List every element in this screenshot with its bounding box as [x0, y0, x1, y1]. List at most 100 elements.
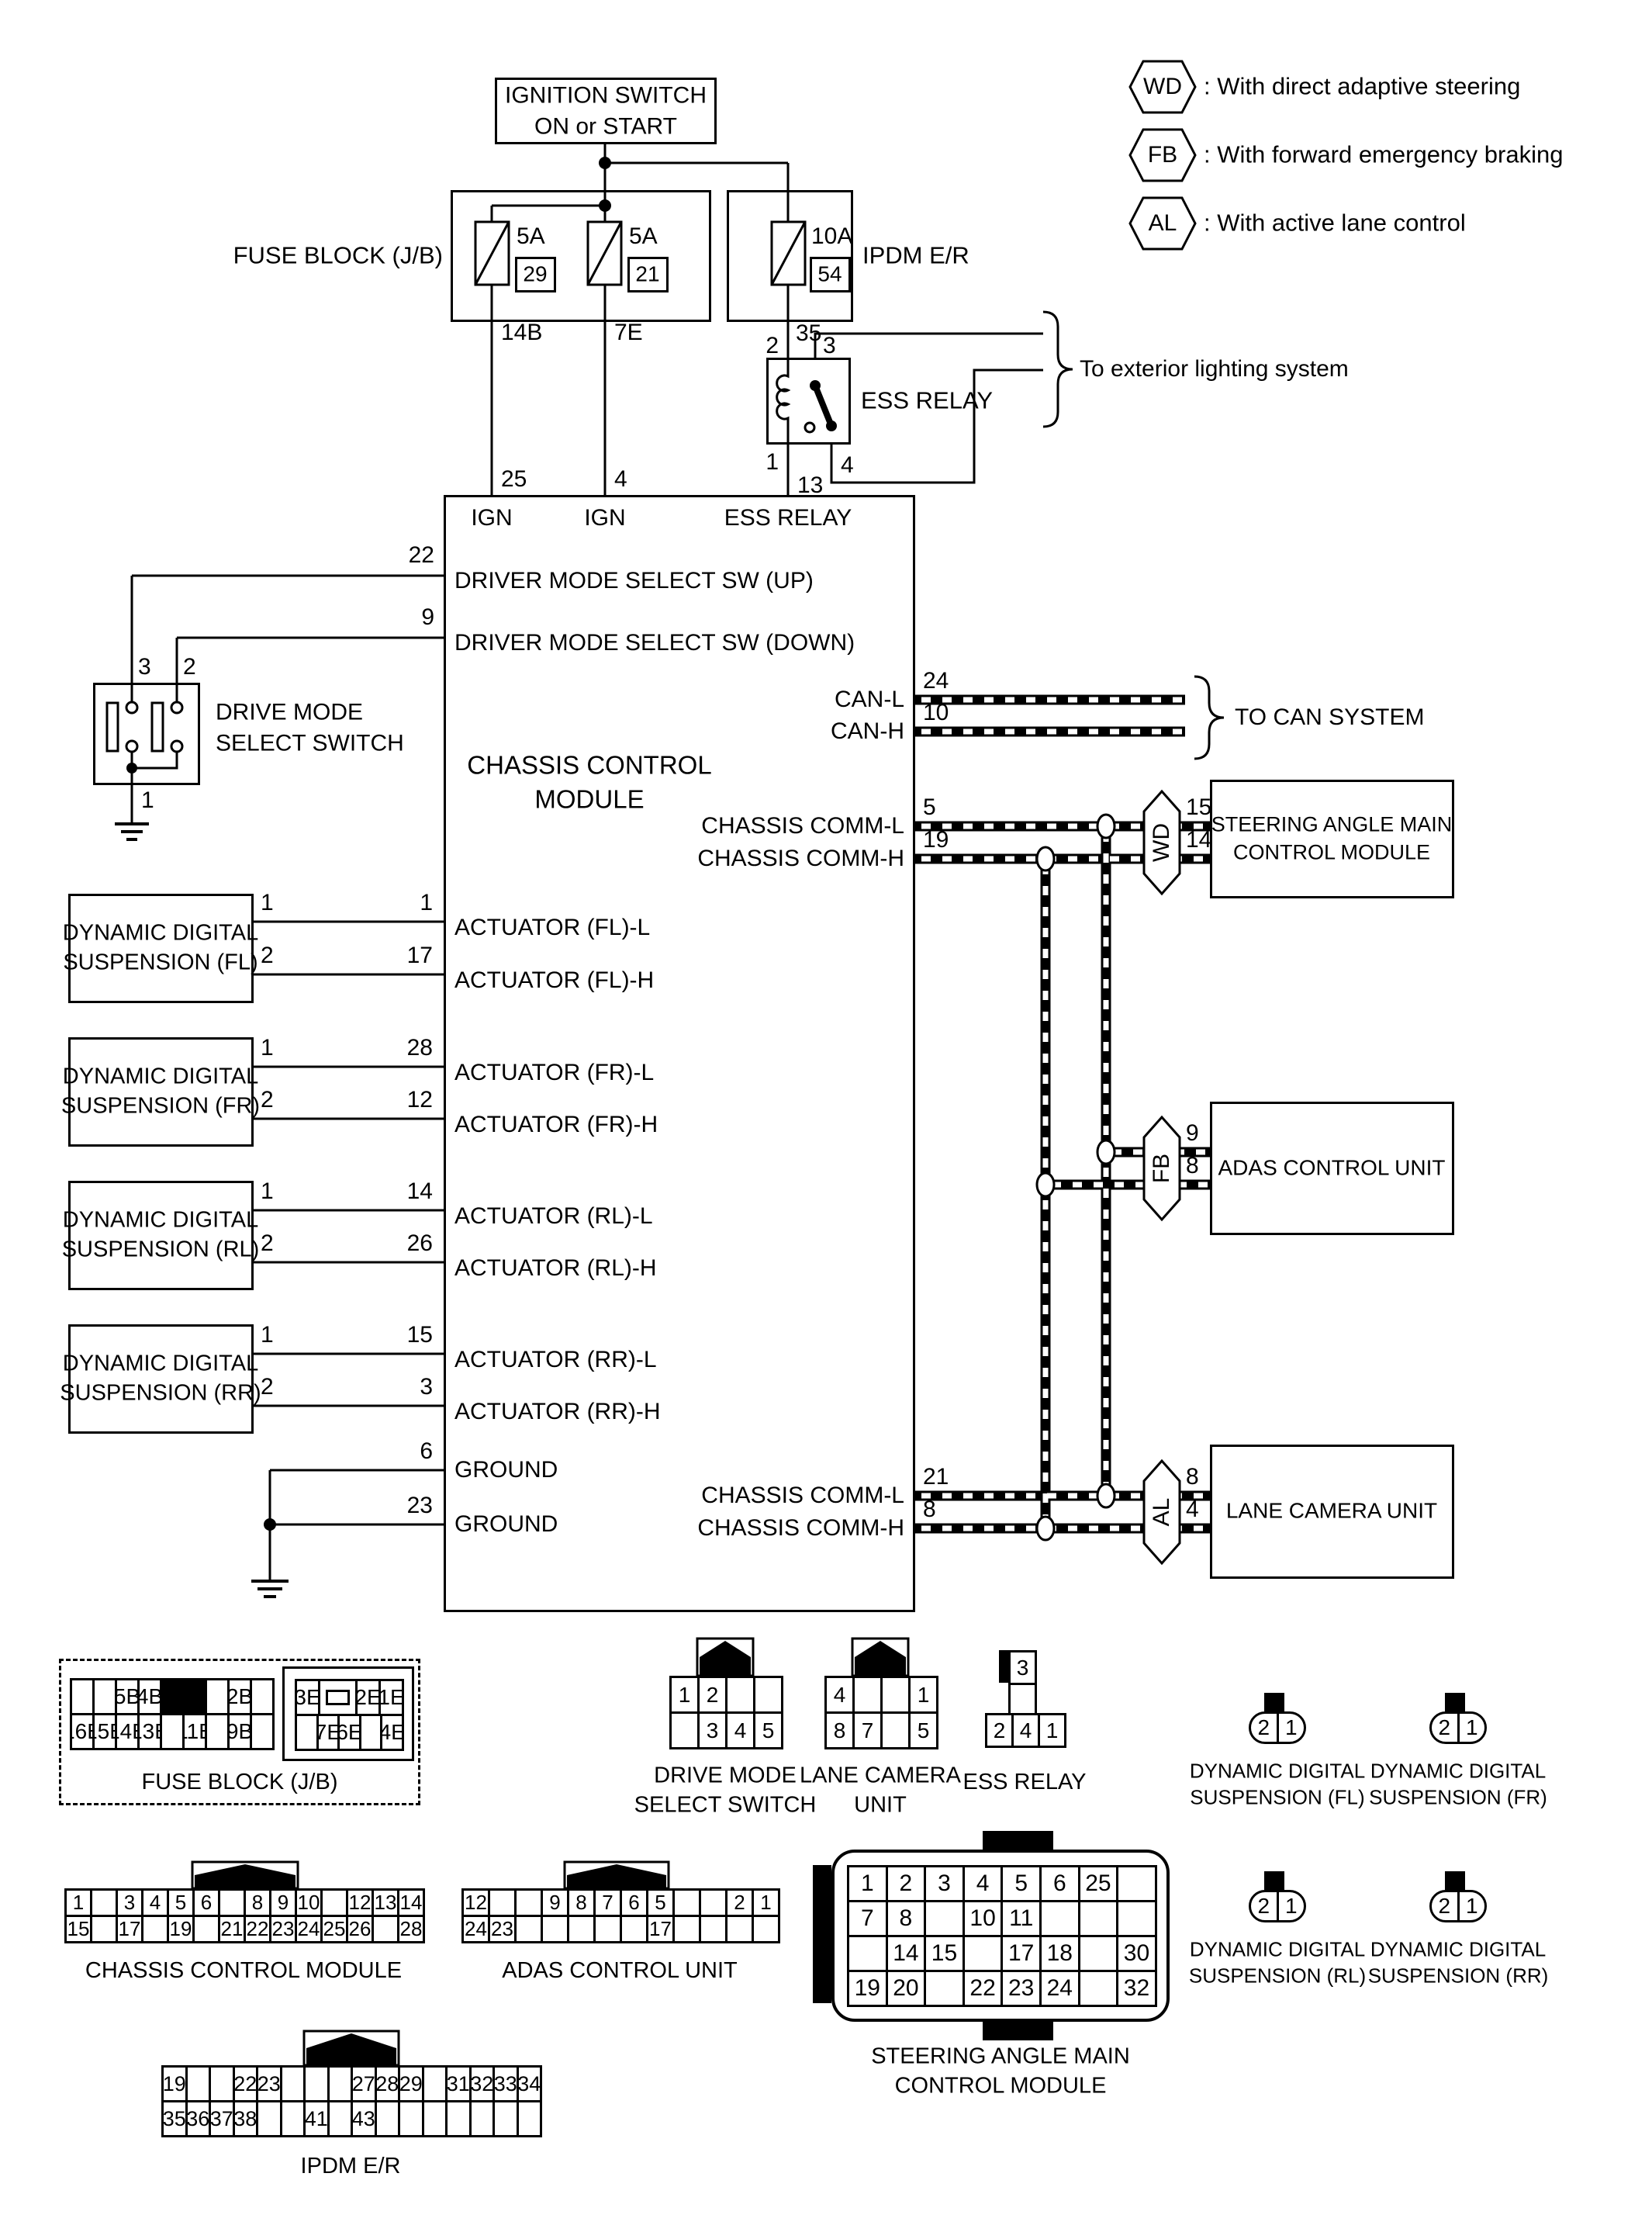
connector-cell: 2B: [227, 1678, 252, 1715]
connector-cell: 1: [669, 1676, 700, 1714]
connector-cell: 26: [346, 1915, 374, 1943]
connector-cell: 2: [1251, 1714, 1279, 1742]
connector-cell: 1: [908, 1676, 938, 1714]
connector-cell: 4: [1011, 1713, 1040, 1748]
fuse-block-box: [451, 190, 711, 322]
pin-label: 2: [766, 333, 779, 358]
connector-cell: 7: [593, 1888, 622, 1917]
connector-cell: 35: [161, 2100, 188, 2137]
pin-label: 4: [1186, 1497, 1199, 1522]
dds-fl-label: DYNAMIC DIGITAL SUSPENSION (FL): [62, 920, 259, 975]
option-hexagons: [1142, 789, 1181, 1566]
pin-label: 2: [183, 654, 196, 680]
connector-cell: 5: [646, 1888, 675, 1917]
ipdm-box: [727, 190, 853, 322]
connector-cell: 3: [116, 1888, 143, 1917]
switch-wires: [130, 574, 444, 824]
connector-cell: 25: [1077, 1865, 1119, 1902]
connector-cell: 33: [492, 2065, 519, 2102]
connector-cell: 12: [461, 1888, 490, 1917]
pin-label: 7E: [614, 320, 643, 345]
port-label: DRIVER MODE SELECT SW (UP): [454, 568, 814, 593]
connector-cell: 19: [161, 2065, 188, 2102]
pin-label: 3: [420, 1374, 433, 1400]
fuse-21-number: 21: [635, 261, 660, 286]
connector-cell: 5: [753, 1711, 783, 1749]
connector-cell: 8: [885, 1900, 927, 1937]
connector-cell: 17: [1001, 1935, 1042, 1972]
pin-label: 1: [261, 1035, 274, 1061]
connector-cell: [514, 1888, 543, 1917]
port-label: CHASSIS COMM-L: [701, 1483, 904, 1508]
connector-cell: 3: [924, 1865, 965, 1902]
pin-label: 2: [261, 1230, 274, 1256]
chassis-control-module-box: [444, 495, 915, 1612]
connector-cell: 14B: [115, 1713, 140, 1750]
connector-cell: 2: [885, 1865, 927, 1902]
legend-fb-tag: FB: [1147, 142, 1178, 168]
connector-cell: [1077, 1970, 1119, 2007]
ground-icon: [251, 1580, 289, 1598]
connector-cell: 7: [847, 1900, 888, 1937]
connector-cell: 10: [295, 1888, 323, 1917]
connector-cell: 5: [908, 1711, 938, 1749]
connector-cell: 4: [141, 1888, 169, 1917]
connector-cell: 6: [620, 1888, 648, 1917]
connector-cell: 1E: [378, 1679, 404, 1716]
pin-label: 4: [841, 452, 854, 478]
port-label: CAN-L: [834, 687, 904, 712]
connector-cell: 29: [398, 2065, 424, 2102]
to-can-system-label: TO CAN SYSTEM: [1235, 704, 1425, 731]
connector-cell: 5: [167, 1888, 195, 1917]
connector-cell: 19: [847, 1970, 888, 2007]
connector-cell: [672, 1888, 701, 1917]
port-label: IGN: [471, 505, 513, 531]
connector-cell: [318, 1679, 358, 1716]
ess-relay-connector-caption: ESS RELAY: [963, 1769, 1087, 1794]
dds-fl-box: [68, 894, 254, 1003]
pin-label: 9: [1186, 1120, 1199, 1146]
legend-al-tag: AL: [1148, 210, 1177, 237]
connector-cell: [90, 1888, 118, 1917]
pin-label: 1: [261, 890, 274, 915]
connector-cell: 28: [397, 1915, 425, 1943]
connector-cell: 5B: [115, 1678, 140, 1715]
connector-cell: [398, 2100, 424, 2137]
connector-cell: 15: [924, 1935, 965, 1972]
connector-cell: 23: [256, 2065, 282, 2102]
connector-cell: 2: [985, 1713, 1014, 1748]
pin-label: 15: [406, 1322, 433, 1348]
connector-cell: [847, 1935, 888, 1972]
adas-connector-caption: ADAS CONTROL UNIT: [502, 1957, 738, 1983]
port-label: ACTUATOR (FR)-L: [454, 1060, 655, 1085]
pin-label: 24: [923, 668, 949, 694]
connector-cell: [374, 2100, 400, 2137]
port-label: ACTUATOR (RR)-L: [454, 1347, 657, 1372]
connector-cell: 30: [1116, 1935, 1157, 1972]
legend-hexagons: [1128, 60, 1197, 251]
pin-label: 1: [766, 449, 779, 475]
connector-cell: 32: [1116, 1970, 1157, 2007]
connector-cell: 7E: [316, 1714, 340, 1751]
connector-cell: 15: [64, 1915, 92, 1943]
connector-cell: 3E: [295, 1679, 320, 1716]
drive-mode-connector-caption: DRIVE MODE SELECT SWITCH: [634, 1763, 817, 1818]
connector-cell: 8: [244, 1888, 271, 1917]
connector-cell: 1: [847, 1865, 888, 1902]
connector-cell: 37: [209, 2100, 235, 2137]
adas-unit-label: ADAS CONTROL UNIT: [1218, 1155, 1446, 1180]
connector-cell: [92, 1678, 117, 1715]
connector-cell: [593, 1915, 622, 1943]
connector-cell: 11: [1001, 1900, 1042, 1937]
connector-cell: [372, 1915, 399, 1943]
fuse-54-number: 54: [817, 261, 842, 286]
connector-cell: 24: [1039, 1970, 1080, 2007]
port-label: GROUND: [454, 1457, 558, 1483]
pin-label: 5: [923, 794, 936, 820]
connector-cell: [1008, 1683, 1037, 1715]
connector-cell: [752, 1915, 780, 1943]
connector-cell: [205, 1678, 230, 1715]
connector-cell: 13: [372, 1888, 399, 1917]
pin-label: 13: [797, 472, 824, 498]
connector-cell: [160, 1713, 185, 1750]
